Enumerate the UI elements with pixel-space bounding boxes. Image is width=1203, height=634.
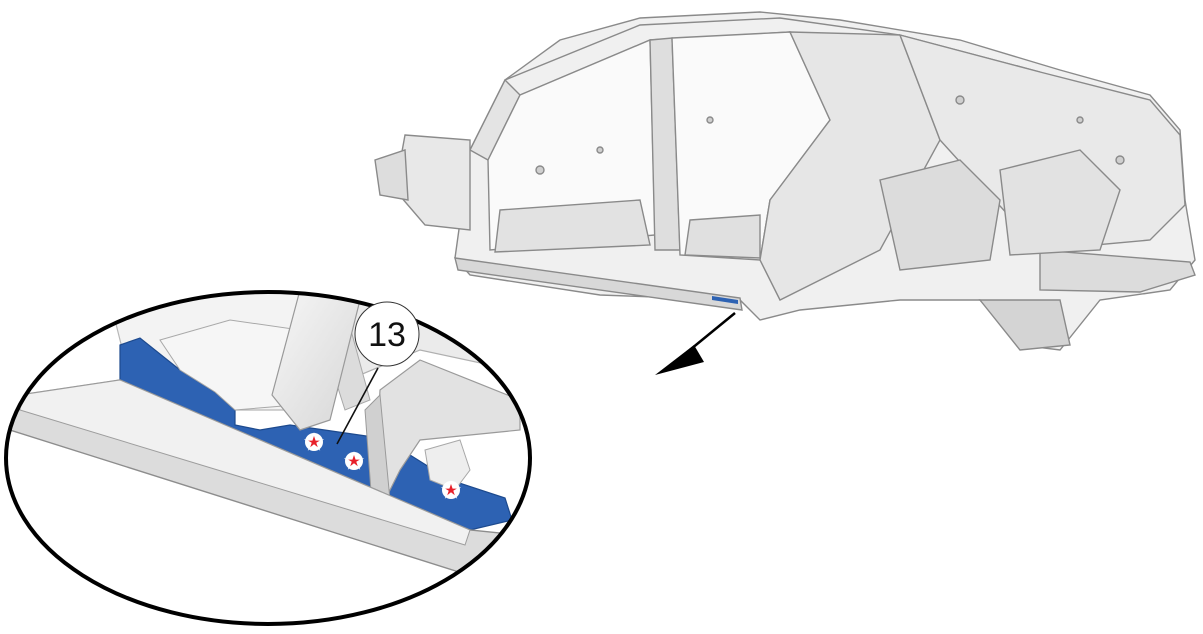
callout-circle (354, 301, 420, 367)
car-highlight-mark (712, 296, 738, 304)
callout-label: 13 (368, 316, 406, 354)
callout-13: 13 (354, 301, 420, 367)
callout-leader-line (336, 367, 379, 445)
detail-view (6, 292, 530, 624)
arrow-down-left-icon (655, 312, 736, 375)
detail-ellipse-outline (4, 290, 532, 626)
weld-spot-icon (303, 432, 462, 499)
car-body-frame (374, 11, 1196, 351)
